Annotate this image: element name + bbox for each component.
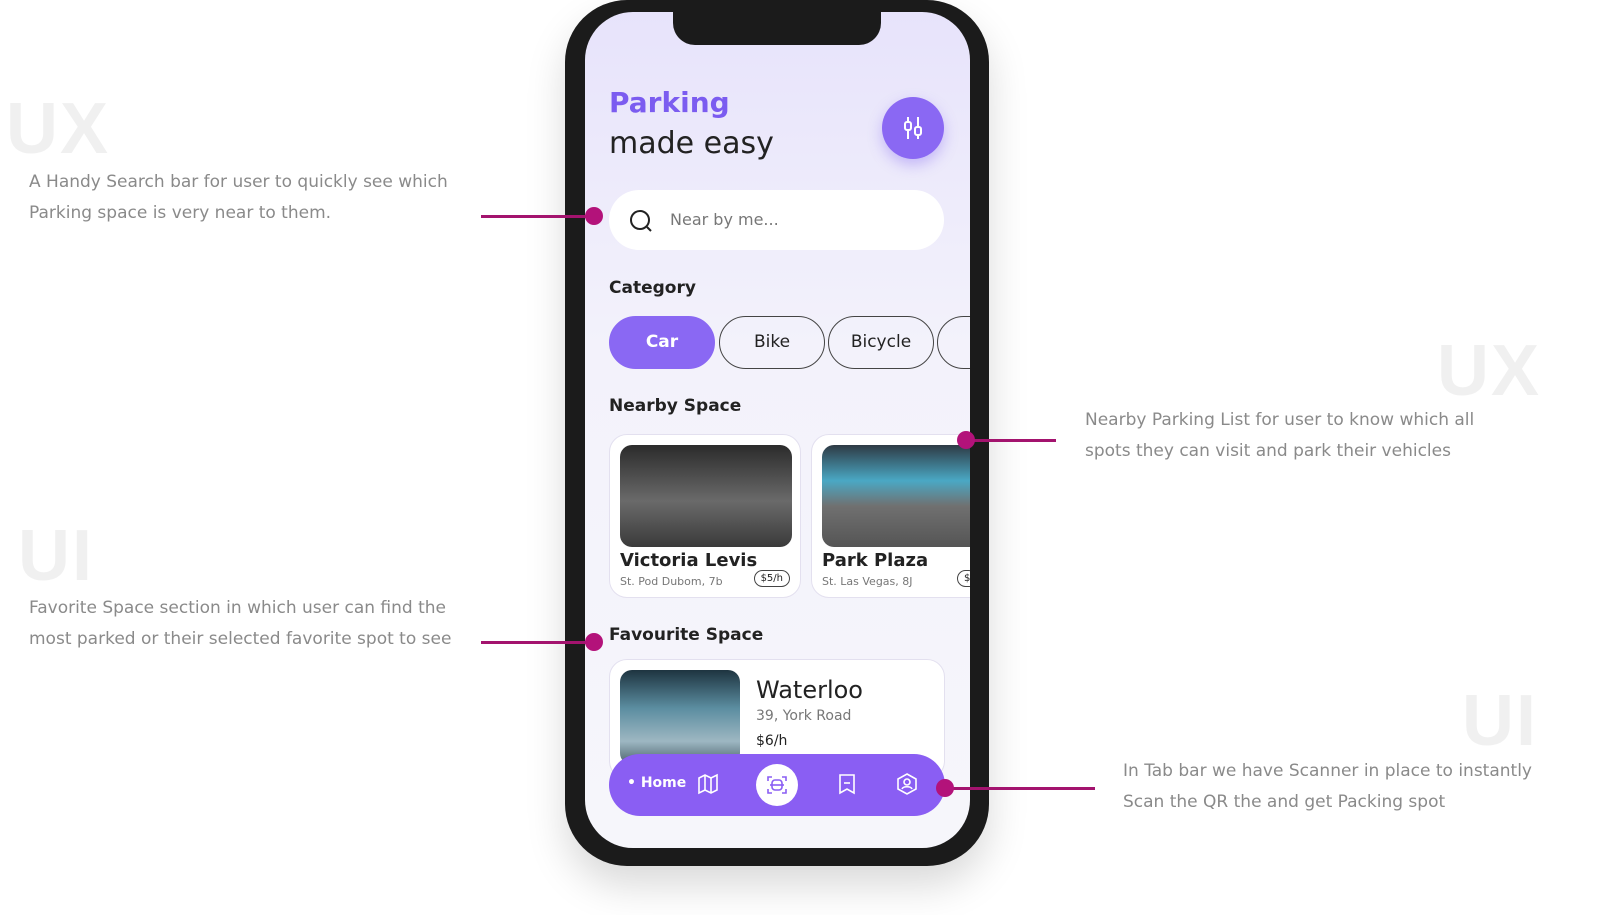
watermark-ux: UX xyxy=(6,89,111,169)
nearby-card[interactable]: Park Plaza St. Las Vegas, 8J $ xyxy=(811,434,970,598)
note-search: A Handy Search bar for user to quickly s… xyxy=(29,172,448,223)
sliders-icon xyxy=(904,117,922,139)
nearby-heading: Nearby Space xyxy=(609,396,742,416)
connector-dot xyxy=(936,779,954,797)
space-name: Park Plaza xyxy=(822,550,929,571)
connector-line xyxy=(481,215,593,218)
connector-dot xyxy=(585,633,603,651)
space-address: St. Las Vegas, 8J xyxy=(822,575,913,588)
tab-map-icon[interactable] xyxy=(697,773,719,795)
tab-bar: • Home xyxy=(609,754,945,816)
space-name: Waterloo xyxy=(756,676,863,704)
search-icon xyxy=(630,210,652,232)
category-more[interactable] xyxy=(937,316,970,369)
tab-scanner[interactable] xyxy=(756,764,798,806)
parking-photo xyxy=(620,445,792,547)
search-input[interactable]: Near by me... xyxy=(609,190,944,250)
search-placeholder: Near by me... xyxy=(670,210,779,229)
note-tabbar: In Tab bar we have Scanner in place to i… xyxy=(1123,761,1532,812)
space-price: $5/h xyxy=(753,570,790,587)
app-title: Parking xyxy=(609,86,730,119)
favourite-card[interactable]: Waterloo 39, York Road $6/h xyxy=(609,659,945,779)
filter-button[interactable] xyxy=(882,97,944,159)
phone-screen: Parking made easy Near by me... Category… xyxy=(585,12,970,848)
watermark-ux: UX xyxy=(1437,331,1542,411)
note-nearby: Nearby Parking List for user to know whi… xyxy=(1085,410,1475,461)
connector-line xyxy=(945,787,1095,790)
category-car[interactable]: Car xyxy=(609,316,715,369)
parking-photo xyxy=(822,445,970,547)
space-address: 39, York Road xyxy=(756,708,852,724)
notch xyxy=(673,12,881,45)
space-address: St. Pod Dubom, 7b xyxy=(620,575,723,588)
category-bike[interactable]: Bike xyxy=(719,316,825,369)
favourite-heading: Favourite Space xyxy=(609,625,764,645)
connector-line xyxy=(481,641,593,644)
note-favorite: Favorite Space section in which user can… xyxy=(29,598,452,649)
nearby-card[interactable]: Victoria Levis St. Pod Dubom, 7b $5/h xyxy=(609,434,801,598)
connector-line xyxy=(966,439,1056,442)
space-price: $6/h xyxy=(756,733,788,749)
watermark-ui: UI xyxy=(1462,681,1538,761)
tab-profile-icon[interactable] xyxy=(896,773,918,795)
watermark-ui: UI xyxy=(18,516,94,596)
connector-dot xyxy=(585,207,603,225)
app-subtitle: made easy xyxy=(609,126,774,161)
space-price: $ xyxy=(957,570,970,587)
category-heading: Category xyxy=(609,278,696,298)
scan-icon xyxy=(767,776,787,794)
connector-dot xyxy=(957,431,975,449)
tab-bookmark-icon[interactable] xyxy=(837,773,857,795)
space-name: Victoria Levis xyxy=(620,550,758,571)
category-bicycle[interactable]: Bicycle xyxy=(828,316,934,369)
tab-home[interactable]: • Home xyxy=(627,775,687,791)
parking-photo xyxy=(620,670,740,765)
